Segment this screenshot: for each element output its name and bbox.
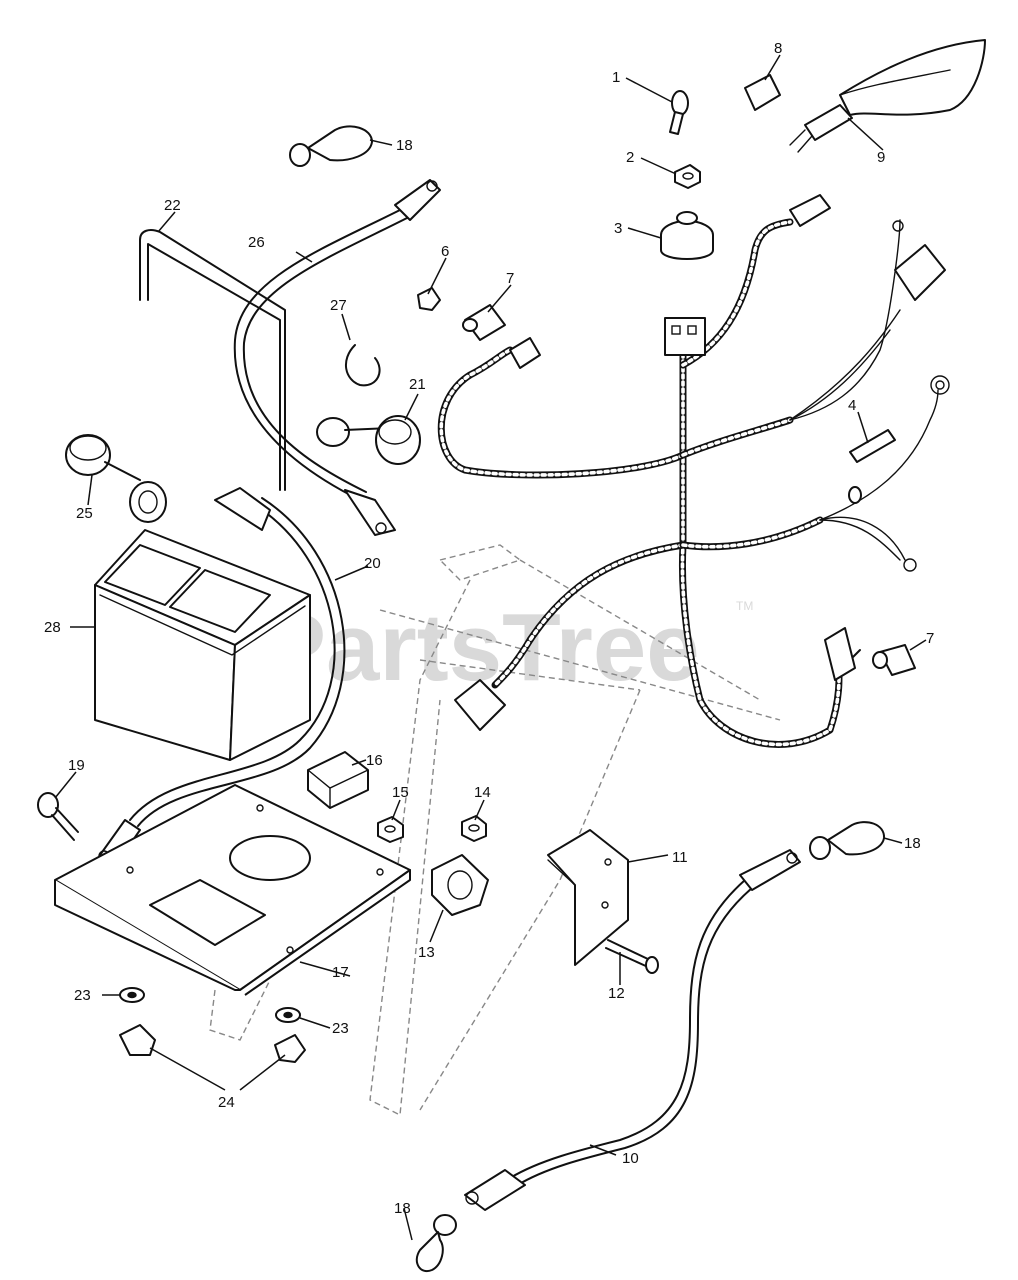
terminal-bolt-18-right xyxy=(809,821,886,860)
callout-11: 11 xyxy=(672,849,688,866)
callout-27: 27 xyxy=(330,297,347,314)
callout-13: 13 xyxy=(418,944,435,961)
callout-18a: 18 xyxy=(396,137,413,154)
bolt-12 xyxy=(605,939,659,974)
terminal-bolt-18-top xyxy=(289,125,373,167)
callout-2: 2 xyxy=(626,149,634,166)
terminal-cover-21 xyxy=(316,415,421,465)
callout-labels: 1 2 3 4 6 7 7 8 9 10 11 12 13 14 15 16 1… xyxy=(44,40,934,1217)
clip xyxy=(345,344,381,387)
callout-6: 6 xyxy=(441,243,449,260)
ignition-switch xyxy=(660,211,714,260)
wiring-harness xyxy=(437,218,939,748)
callout-14: 14 xyxy=(474,784,491,801)
battery xyxy=(94,529,311,761)
callout-10: 10 xyxy=(622,1150,639,1167)
callout-8: 8 xyxy=(774,40,782,57)
fuse-holder xyxy=(744,74,781,111)
harness-connectors xyxy=(454,194,950,731)
watermark-trademark: TM xyxy=(736,599,753,613)
switch-nut xyxy=(674,164,701,189)
callout-9: 9 xyxy=(877,149,885,166)
terminal-cover-25 xyxy=(65,434,167,523)
battery-tray xyxy=(54,784,411,996)
callout-26: 26 xyxy=(248,234,265,251)
callout-25: 25 xyxy=(76,505,93,522)
switch-7-left xyxy=(462,304,506,341)
bolt-19 xyxy=(37,792,79,841)
callout-22: 22 xyxy=(164,197,181,214)
switch-7-right xyxy=(872,644,916,676)
callout-4: 4 xyxy=(848,397,856,414)
ignition-key xyxy=(669,90,689,135)
leader-lines xyxy=(54,54,927,1241)
callout-16: 16 xyxy=(366,752,383,769)
callout-3: 3 xyxy=(614,220,622,237)
callout-28: 28 xyxy=(44,619,61,636)
terminal-bolt-18-bottom xyxy=(415,1214,457,1273)
nut-23-right xyxy=(275,1007,301,1023)
nut-24-left xyxy=(119,1024,156,1056)
nut-24-right xyxy=(274,1034,306,1063)
nut-15 xyxy=(377,816,404,843)
callout-7b: 7 xyxy=(926,630,934,647)
fuse xyxy=(848,429,896,504)
callout-17: 17 xyxy=(332,964,349,981)
callout-18c: 18 xyxy=(394,1200,411,1217)
callout-21: 21 xyxy=(409,376,426,393)
solenoid xyxy=(307,751,369,809)
callout-7a: 7 xyxy=(506,270,514,287)
callout-23a: 23 xyxy=(74,987,91,1004)
cable-10 xyxy=(464,849,801,1211)
callout-19: 19 xyxy=(68,757,85,774)
nut-23-left xyxy=(119,987,145,1003)
callout-24: 24 xyxy=(218,1094,235,1111)
callout-1: 1 xyxy=(612,69,620,86)
switch-13 xyxy=(431,854,489,916)
callout-15: 15 xyxy=(392,784,409,801)
callout-18b: 18 xyxy=(904,835,921,852)
battery-cable-26 xyxy=(233,179,441,536)
harness-cover xyxy=(789,39,986,153)
callout-23b: 23 xyxy=(332,1020,349,1037)
frame-outline xyxy=(209,544,781,1117)
callout-20: 20 xyxy=(364,555,381,572)
callout-12: 12 xyxy=(608,985,625,1002)
hold-down-rod xyxy=(139,229,286,491)
nut-14 xyxy=(461,815,487,842)
bracket xyxy=(547,829,629,966)
